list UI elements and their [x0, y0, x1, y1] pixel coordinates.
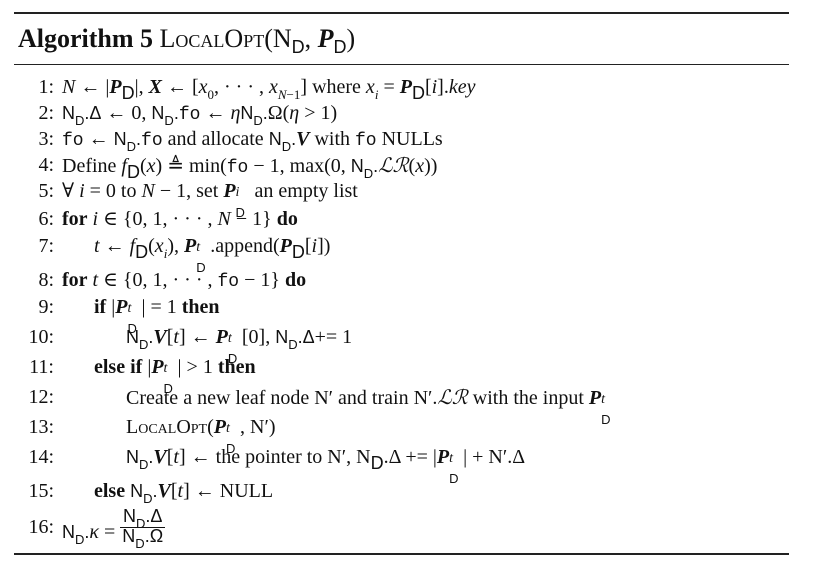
line-number: 14:	[28, 446, 54, 468]
line-number: 5:	[38, 180, 54, 202]
algorithm-line-3: 3: fo ← ND.fo and allocate ND.V with fo …	[0, 126, 800, 153]
line-number: 10:	[28, 326, 54, 348]
line-number: 11:	[29, 356, 54, 378]
line-number: 2:	[38, 102, 54, 124]
algorithm-line-1: 1: N ← |PD|, X ← [x0, · · · , xN−1] wher…	[0, 74, 800, 102]
algorithm-line-15: 15: else ND.V[t] ← NULL	[0, 478, 800, 505]
line-number: 15:	[28, 480, 54, 502]
algorithm-title: Algorithm 5 LocalOpt(ND, PD)	[18, 24, 356, 57]
algorithm-line-4: 4: Define fD(x) ≜ min(fo − 1, max(0, ND.…	[0, 152, 800, 181]
bottom-rule	[14, 553, 789, 555]
top-rule	[14, 12, 789, 14]
line-number: 9:	[38, 296, 54, 318]
line-number: 8:	[38, 269, 54, 291]
line-number: 13:	[28, 416, 54, 438]
algorithm-name: LocalOpt	[159, 24, 265, 53]
algorithm-line-2: 2: ND.Δ ← 0, ND.fo ← ηND.Ω(η > 1)	[0, 100, 800, 127]
line-number: 7:	[38, 235, 54, 257]
line-number: 4:	[38, 154, 54, 176]
algorithm-line-12: 12: Create a new leaf node N′ and train …	[0, 384, 800, 426]
line-number: 3:	[38, 128, 54, 150]
header-rule	[14, 64, 789, 65]
algorithm-line-8: 8: for t ∈ {0, 1, · · · , fo − 1} do	[0, 267, 800, 293]
algorithm-line-6: 6: for i ∈ {0, 1, · · · , N − 1} do	[0, 206, 800, 232]
algorithm-line-14: 14: ND.V[t] ← the pointer to N′, ND.Δ +=…	[0, 444, 800, 485]
line-number: 16:	[28, 516, 54, 538]
line-number: 12:	[28, 386, 54, 408]
line-number: 1:	[38, 76, 54, 98]
algorithm-label: Algorithm 5	[18, 24, 154, 53]
line-number: 6:	[38, 208, 54, 230]
